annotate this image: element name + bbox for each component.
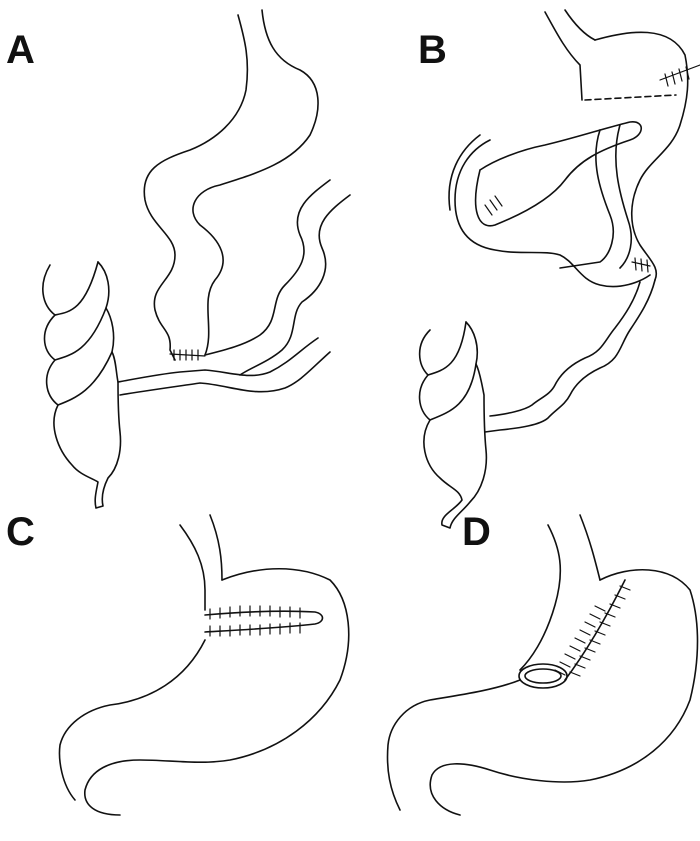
panel-a-anastomosis-stitches bbox=[170, 350, 205, 360]
panel-c-esophagus bbox=[180, 525, 205, 610]
panel-d-drawing bbox=[388, 515, 698, 815]
panel-c-sleeve bbox=[205, 611, 323, 632]
panel-label-b: B bbox=[418, 30, 447, 70]
panel-a-ileum-lower bbox=[120, 352, 330, 395]
panel-b-colon bbox=[420, 322, 487, 528]
panel-label-c: C bbox=[6, 512, 35, 552]
panel-a-stomach bbox=[144, 15, 247, 360]
panel-c-drawing bbox=[60, 515, 349, 815]
panel-a-drawing bbox=[43, 10, 350, 508]
panel-b-roux-limb bbox=[485, 280, 655, 432]
panel-b-anastomosis-stitches bbox=[632, 258, 650, 272]
panel-a-colon bbox=[43, 262, 121, 508]
panel-c-stomach bbox=[85, 569, 349, 815]
panel-b-staple-top bbox=[660, 65, 700, 86]
panel-a-jejunum-outer bbox=[240, 195, 350, 375]
panel-d-greater-curvature bbox=[388, 680, 521, 810]
panel-a-jejunum bbox=[205, 180, 330, 355]
panel-a-stomach-inner bbox=[193, 10, 318, 355]
panel-b-drawing bbox=[420, 10, 700, 528]
panel-a-colon-haustra bbox=[55, 262, 112, 405]
panel-label-d: D bbox=[462, 512, 491, 552]
panel-d-sleeve-stitches bbox=[555, 586, 630, 676]
panel-a-ileum bbox=[118, 338, 318, 382]
panel-c-greater-curvature bbox=[60, 640, 205, 800]
panel-b-limb bbox=[560, 130, 613, 268]
panel-b-pancreas-stitches bbox=[485, 196, 502, 215]
panel-d-gastric-band bbox=[519, 664, 567, 688]
panel-b-gastric-pouch bbox=[595, 32, 688, 280]
panel-b-dashed-line bbox=[585, 95, 676, 100]
panel-label-a: A bbox=[6, 30, 35, 70]
panel-b-colon-haustra bbox=[428, 322, 476, 420]
panel-b-remnant-stomach bbox=[455, 140, 650, 287]
panel-d-esophagus bbox=[520, 525, 560, 670]
